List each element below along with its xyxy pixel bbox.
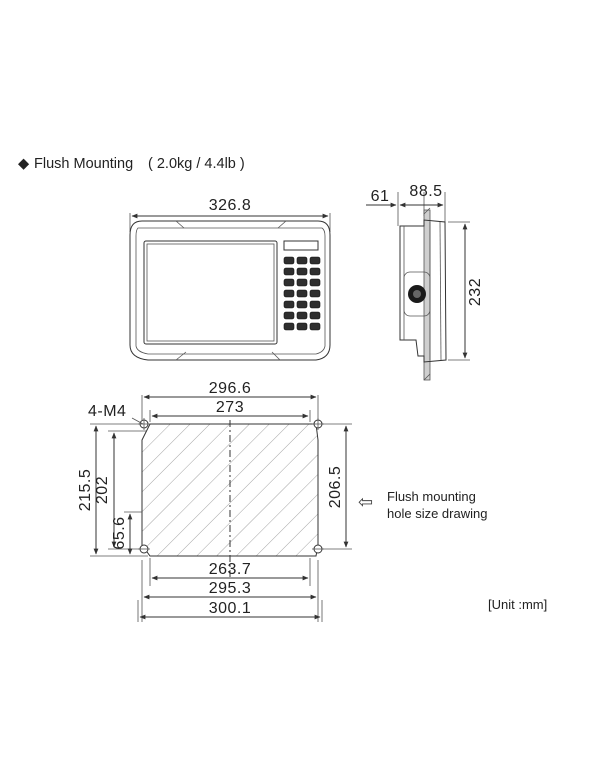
note-line-1: Flush mounting bbox=[387, 489, 476, 504]
front-width-label: 326.8 bbox=[209, 197, 252, 214]
bottom-inner-label: 263.7 bbox=[209, 561, 252, 578]
unit-label: [Unit :mm] bbox=[488, 597, 547, 612]
bullet-icon: ◆ bbox=[18, 156, 30, 172]
heading-weight: ( 2.0kg / 4.4lb ) bbox=[148, 156, 245, 172]
page-heading: ◆ Flush Mounting ( 2.0kg / 4.4lb ) bbox=[18, 156, 245, 172]
hole-note-label: 4-M4 bbox=[88, 403, 126, 420]
cutout-note: ⇦ Flush mounting hole size drawing bbox=[358, 489, 487, 521]
hole-spacing-width-label: 273 bbox=[216, 399, 244, 416]
side-height-label: 232 bbox=[467, 278, 484, 306]
height-outer-label: 215.5 bbox=[77, 469, 94, 512]
hole-spacing-height-label: 206.5 bbox=[327, 466, 344, 509]
left-arrow-icon: ⇦ bbox=[358, 492, 373, 513]
front-view: 326.8 bbox=[129, 197, 331, 361]
keypad bbox=[283, 256, 321, 331]
outer-width-label: 296.6 bbox=[209, 380, 252, 397]
heading-title: Flush Mounting bbox=[34, 156, 133, 172]
height-inner-label: 202 bbox=[94, 476, 111, 504]
mounting-holes bbox=[138, 418, 324, 554]
corner-height-label: 65.6 bbox=[111, 516, 128, 549]
bottom-outer-label: 300.1 bbox=[209, 600, 252, 617]
bottom-mid-label: 295.3 bbox=[209, 580, 252, 597]
note-line-2: hole size drawing bbox=[387, 506, 487, 521]
side-view: 61 88.5 232 bbox=[366, 183, 484, 381]
side-depth-front-label: 61 bbox=[371, 188, 390, 205]
side-depth-total-label: 88.5 bbox=[409, 183, 442, 200]
cutout-drawing: 4-M4 296.6 273 215.5 202 65.6 206.5 263.… bbox=[77, 380, 352, 622]
